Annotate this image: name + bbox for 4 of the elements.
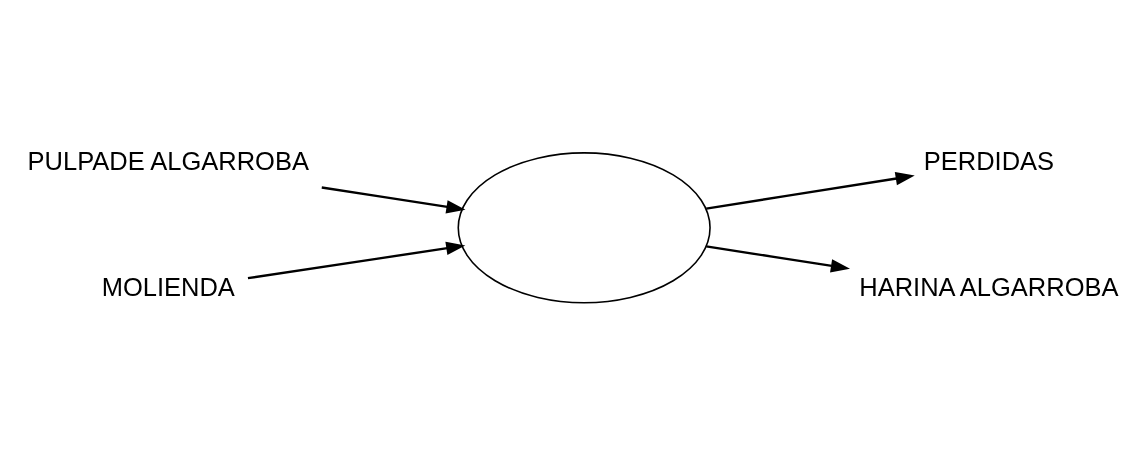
node-text: PULPADE ALGARROBA (27, 147, 309, 176)
node-text: HARINA ALGARROBA (859, 273, 1119, 301)
node-text: PERDIDAS (923, 147, 1055, 176)
node-text: MOLIENDA (101, 273, 235, 301)
